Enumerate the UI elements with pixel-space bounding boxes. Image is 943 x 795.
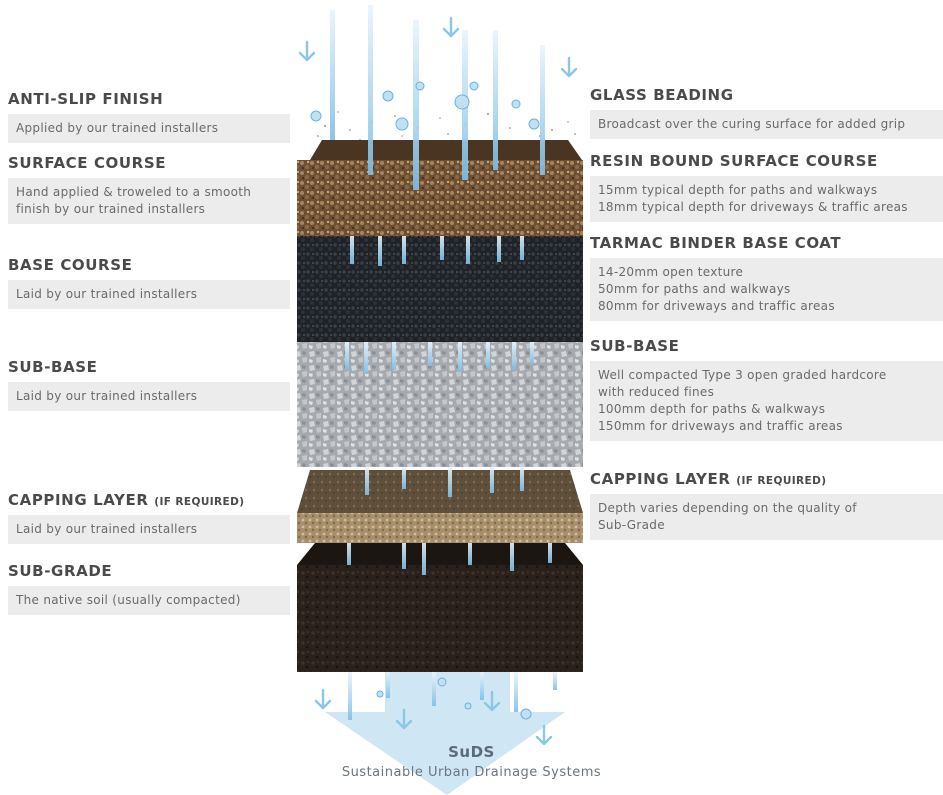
label-title: TARMAC BINDER BASE COAT <box>590 234 842 252</box>
label-title: CAPPING LAYER (IF REQUIRED) <box>8 491 245 509</box>
capping-layer <box>297 470 583 543</box>
label-title: SUB-BASE <box>590 337 680 355</box>
label-title: SUB-GRADE <box>8 562 113 580</box>
label-description: Depth varies depending on the quality of… <box>590 494 943 540</box>
label-description: 15mm typical depth for paths and walkway… <box>590 176 943 222</box>
label-sub-grade: SUB-GRADE The native soil (usually compa… <box>8 562 290 615</box>
down-arrow-icon <box>298 16 578 746</box>
label-description: The native soil (usually compacted) <box>8 586 290 615</box>
label-description: Broadcast over the curing surface for ad… <box>590 110 943 139</box>
label-description: Well compacted Type 3 open graded hardco… <box>590 361 943 441</box>
label-title: RESIN BOUND SURFACE COURSE <box>590 152 878 170</box>
label-description: Laid by our trained installers <box>8 515 290 544</box>
label-title: CAPPING LAYER (IF REQUIRED) <box>590 470 827 488</box>
label-sub-base-right: SUB-BASE Well compacted Type 3 open grad… <box>590 337 943 441</box>
label-resin-bound-surface-course: RESIN BOUND SURFACE COURSE 15mm typical … <box>590 152 943 222</box>
resin-bound-layer <box>297 140 583 236</box>
label-title: BASE COURSE <box>8 256 133 274</box>
sub-base-layer <box>297 342 583 467</box>
label-title: SURFACE COURSE <box>8 154 167 172</box>
label-glass-beading: GLASS BEADING Broadcast over the curing … <box>590 86 943 139</box>
suds-title: SuDS <box>448 743 495 761</box>
suds-subtitle: Sustainable Urban Drainage Systems <box>341 765 602 780</box>
water-streams <box>330 5 557 720</box>
water-drop-icon <box>310 81 540 720</box>
label-title: SUB-BASE <box>8 358 98 376</box>
label-tarmac-binder-base-coat: TARMAC BINDER BASE COAT 14-20mm open tex… <box>590 234 943 321</box>
label-title: GLASS BEADING <box>590 86 734 104</box>
label-description: Laid by our trained installers <box>8 382 290 411</box>
label-base-course: BASE COURSE Laid by our trained installe… <box>8 256 290 309</box>
label-capping-layer-right: CAPPING LAYER (IF REQUIRED) Depth varies… <box>590 470 943 540</box>
label-description: Laid by our trained installers <box>8 280 290 309</box>
label-capping-layer: CAPPING LAYER (IF REQUIRED) Laid by our … <box>8 491 290 544</box>
label-surface-course: SURFACE COURSE Hand applied & troweled t… <box>8 154 290 224</box>
label-description: Applied by our trained installers <box>8 114 290 143</box>
label-title: ANTI-SLIP FINISH <box>8 90 164 108</box>
sub-grade-layer <box>297 543 583 672</box>
label-sub-base: SUB-BASE Laid by our trained installers <box>8 358 290 411</box>
label-anti-slip-finish: ANTI-SLIP FINISH Applied by our trained … <box>8 90 290 143</box>
suds-arrow <box>325 672 565 795</box>
